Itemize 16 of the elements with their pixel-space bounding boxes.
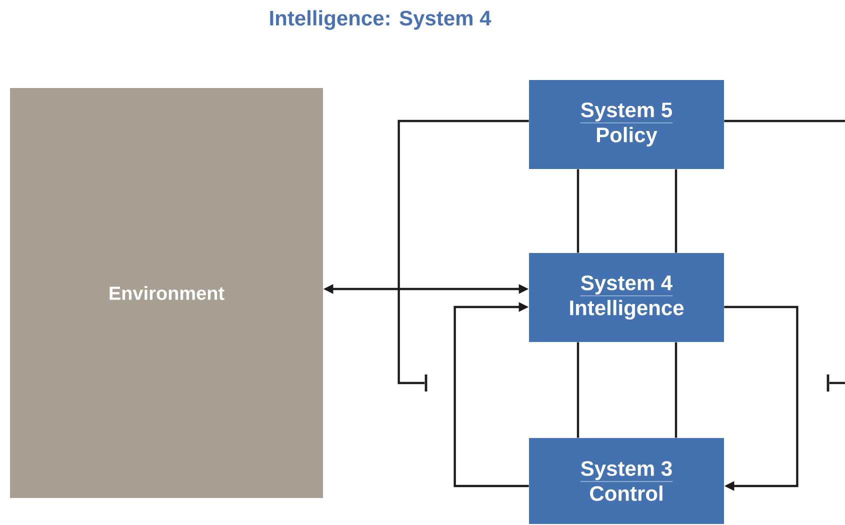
bar-end xyxy=(424,374,428,392)
connector xyxy=(724,306,798,491)
system-box: System 3 Control xyxy=(529,438,724,524)
connector xyxy=(829,382,845,384)
connector xyxy=(576,342,580,438)
bar-end xyxy=(826,374,830,392)
connector xyxy=(674,342,678,438)
connector xyxy=(398,120,529,384)
connector xyxy=(454,302,529,488)
connector xyxy=(576,169,580,253)
system-box: System 5 Policy xyxy=(529,80,724,169)
system-box: System 4 Intelligence xyxy=(529,253,724,342)
environment-box: Environment xyxy=(10,88,323,498)
title: Intelligence: System 4 xyxy=(270,10,492,30)
connector xyxy=(674,169,678,253)
connector xyxy=(724,120,845,122)
